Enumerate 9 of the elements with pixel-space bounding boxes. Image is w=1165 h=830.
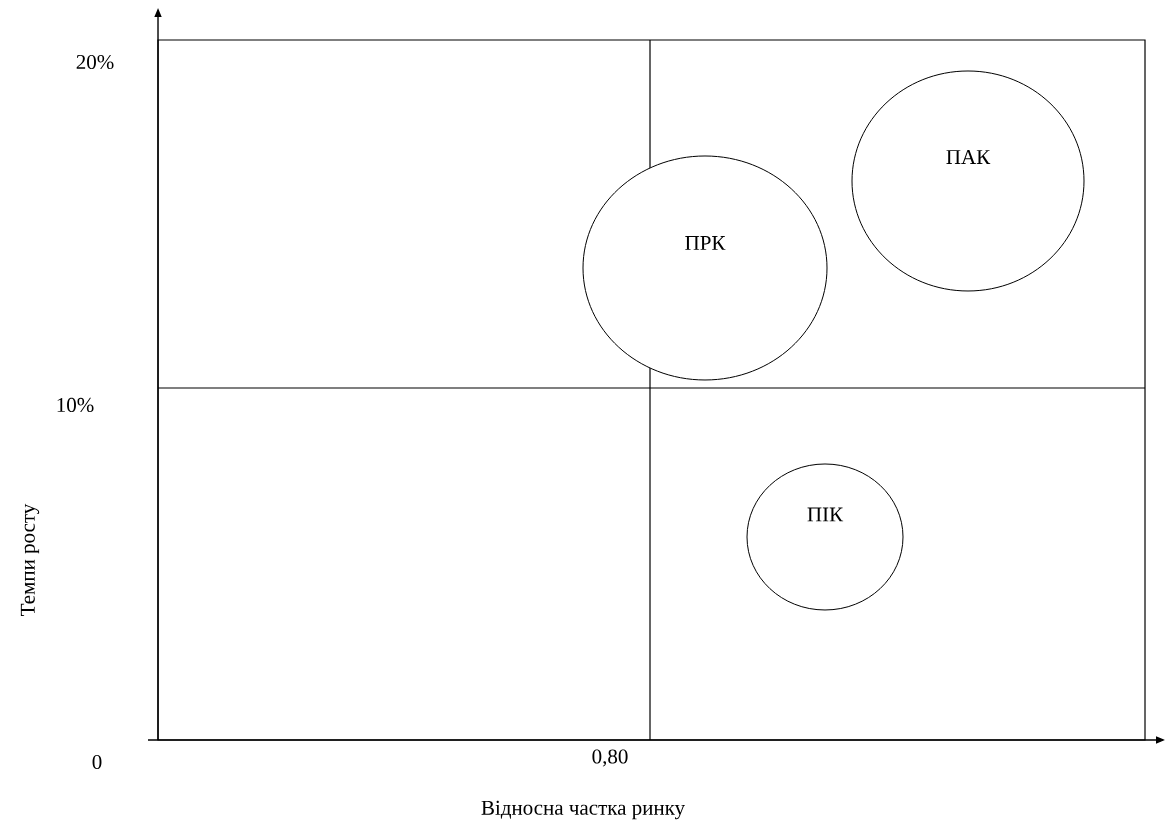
bubble: ПІК [746,463,904,611]
bubble: ПРК [582,155,828,381]
tick-label: 10% [57,397,94,413]
bubble: ПАК [851,70,1085,292]
tick-label: 20% [76,54,114,70]
tick-label: 0,80 [592,749,628,767]
axis-title: Відносна частка ринку [481,800,685,820]
tick-label: 0 [92,754,102,770]
axis-title: Темпи росту [20,503,40,616]
